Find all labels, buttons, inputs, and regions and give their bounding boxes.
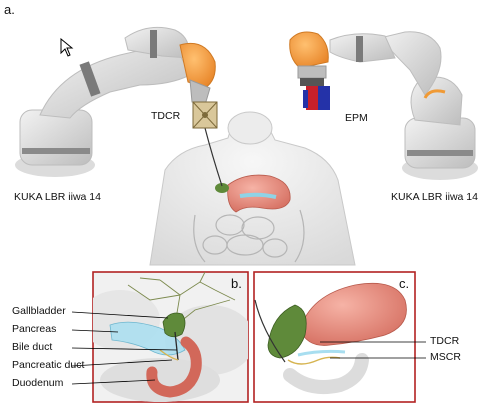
panel-b-tag: b.: [231, 276, 242, 291]
label-duodenum: Duodenum: [12, 377, 64, 389]
right-robot-arm: [289, 31, 478, 180]
tdcr-cable: [204, 127, 223, 187]
panel-a-tag: a.: [4, 2, 15, 17]
patient-body: [149, 111, 356, 266]
left-robot-label: KUKA LBR iiwa 14: [14, 191, 101, 203]
panel-c-tag: c.: [399, 276, 410, 291]
gallbladder-overview: [215, 183, 229, 193]
intestines: [193, 209, 305, 263]
tdcr-instrument: [254, 299, 286, 363]
tdcr-actuator-icon: [192, 101, 218, 129]
stomach-detail: [299, 282, 407, 346]
tdcr-top-label: TDCR: [151, 110, 181, 122]
label-gallbladder: Gallbladder: [12, 305, 66, 317]
panel-b: [71, 271, 249, 403]
panel-c: [253, 271, 426, 403]
epm-magnet-icon: [303, 86, 330, 110]
gallbladder-shape: [162, 312, 186, 338]
epm-label: EPM: [345, 112, 368, 124]
right-robot-label: KUKA LBR iiwa 14: [391, 191, 478, 203]
duodenum-shape: [146, 336, 202, 398]
duodenum-detail: [283, 353, 369, 394]
gallbladder-detail: [267, 304, 307, 359]
panel-a: [15, 26, 478, 266]
left-robot-arm: [15, 26, 218, 177]
label-pancreatic-duct: Pancreatic duct: [12, 359, 85, 371]
mscr-instrument: [287, 356, 341, 365]
label-pancreas: Pancreas: [12, 323, 57, 335]
label-bile-duct: Bile duct: [12, 341, 53, 353]
label-mscr-detail: MSCR: [430, 351, 461, 363]
pancreas-shape: [109, 321, 186, 356]
mouse-cursor-icon: [60, 38, 74, 57]
panel-c-leader-lines: [320, 341, 426, 359]
label-tdcr-detail: TDCR: [430, 335, 460, 347]
panel-b-leader-lines: [71, 311, 178, 385]
